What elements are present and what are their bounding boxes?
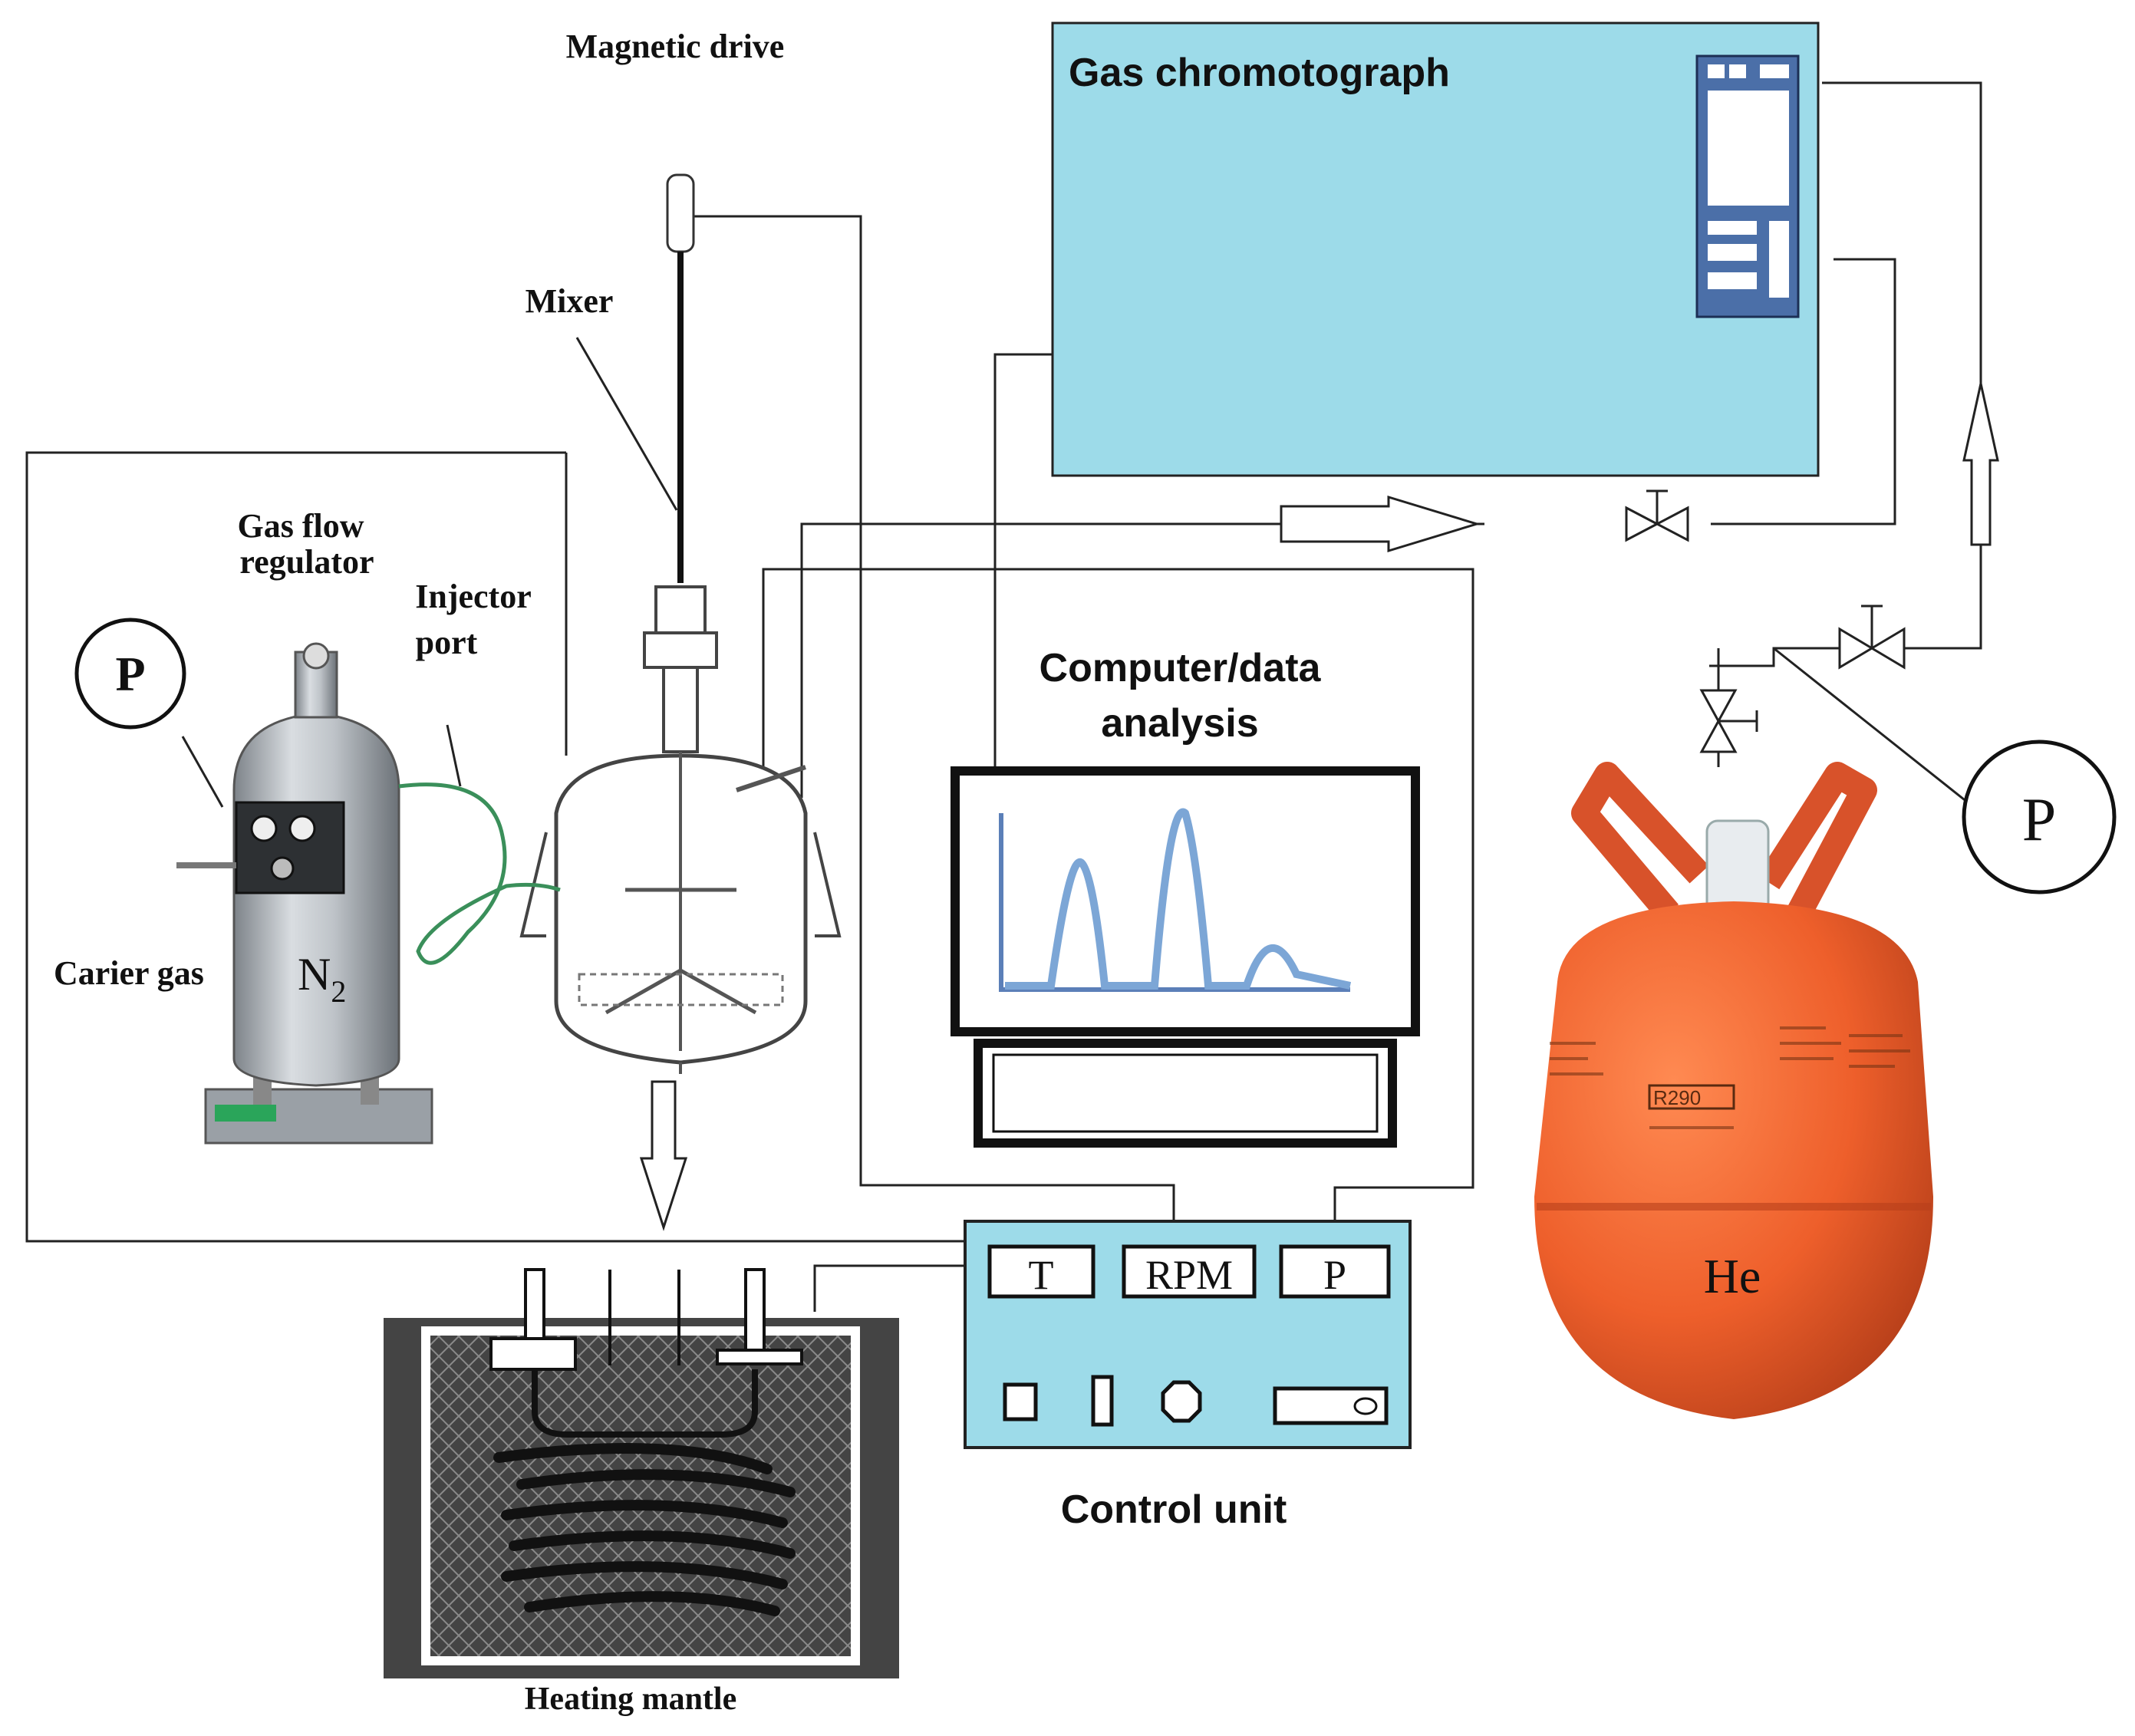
magnetic-drive-label: Magnetic drive — [566, 28, 785, 65]
display-p: P — [1323, 1252, 1346, 1298]
control-switch[interactable] — [1091, 1375, 1114, 1427]
reactor — [519, 173, 842, 1074]
cylinder-marking: R290 — [1653, 1086, 1701, 1109]
computer-label-line2: analysis — [1101, 701, 1258, 746]
control-knob[interactable] — [1161, 1380, 1202, 1423]
nitrogen-tank: N2 — [176, 642, 433, 1145]
helium-cylinder: R290 He — [1534, 762, 1933, 1419]
mixer-label: Mixer — [526, 282, 614, 320]
injector-port-label-line1: Injector — [415, 578, 532, 615]
flow-arrow-right — [1280, 495, 1481, 553]
control-slot[interactable] — [1273, 1386, 1389, 1425]
n2-main: N — [298, 949, 331, 1000]
gas-chromatograph-label: Gas chromotograph — [1069, 51, 1450, 95]
frame-lines — [25, 81, 1982, 1312]
pressure-symbol-left: P — [115, 647, 145, 701]
pressure-gauge-right: P — [1962, 740, 2117, 894]
display-t: T — [1029, 1252, 1054, 1298]
display-t-box — [987, 1244, 1096, 1299]
display-p-box — [1279, 1244, 1391, 1299]
gas-flow-regulator-label-line2: regulator — [239, 543, 374, 581]
pressure-gauge-left: P — [74, 618, 224, 808]
valve-gc-line — [1625, 489, 1689, 542]
magnetic-drive-head — [666, 173, 695, 253]
display-rpm: RPM — [1145, 1252, 1233, 1298]
flow-arrow-down — [639, 1080, 688, 1231]
control-unit: T RPM P — [964, 1220, 1412, 1449]
valve-he-horizontal — [1838, 604, 1906, 670]
gas-flow-regulator-label-line1: Gas flow — [238, 507, 364, 545]
he-label: He — [1704, 1249, 1761, 1303]
control-button-square[interactable] — [1003, 1382, 1038, 1421]
carrier-gas-label: Carier gas — [54, 954, 204, 992]
control-unit-label: Control unit — [1061, 1487, 1287, 1532]
valve-he-vertical — [1699, 689, 1758, 753]
injector-tubing — [398, 782, 561, 965]
display-rpm-box — [1122, 1244, 1257, 1299]
gc-control-panel — [1695, 54, 1800, 318]
flow-arrow-up — [1962, 383, 1999, 546]
n2-label: N2 — [298, 949, 346, 1009]
injector-port-label-line2: port — [416, 624, 478, 661]
gas-chromatograph: Gas chromotograph — [1051, 21, 1820, 477]
computer-label-line1: Computer/data — [1039, 646, 1322, 690]
computer: Computer/data analysis — [951, 646, 1420, 1148]
pressure-symbol-right: P — [2022, 786, 2057, 854]
heating-mantle-label: Heating mantle — [525, 1682, 736, 1717]
heating-mantle — [384, 1268, 899, 1678]
gas-flow-regulator-panel — [235, 801, 345, 894]
n2-subscript: 2 — [331, 974, 346, 1009]
